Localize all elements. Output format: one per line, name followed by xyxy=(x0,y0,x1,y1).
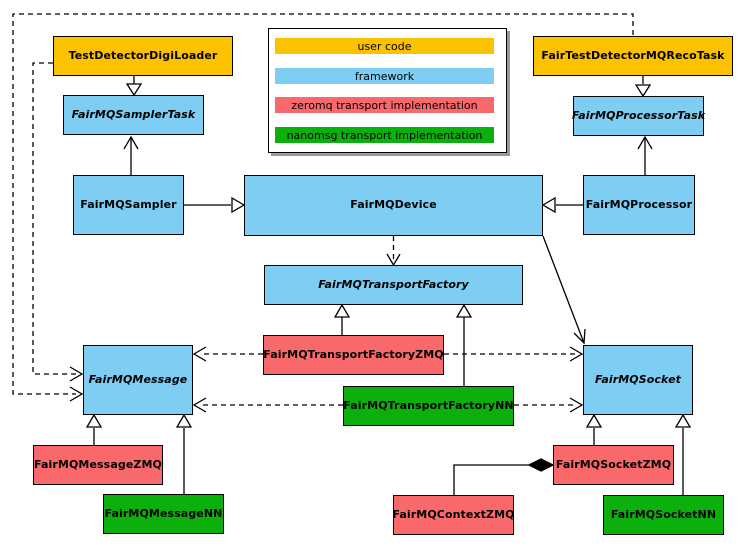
node-fairmq-sampler: FairMQSampler xyxy=(73,175,184,235)
arrowhead-triangle-factory-zmq xyxy=(333,303,351,318)
arrowhead-triangle-device-right xyxy=(541,196,556,214)
arrowhead-open-factorynn-socket xyxy=(569,397,584,413)
edge-device-socket xyxy=(542,235,585,344)
arrowhead-triangle-device-left xyxy=(231,196,246,214)
legend-swatch-zeromq: zeromq transport implementation xyxy=(275,97,494,113)
node-fairmq-transport-factory-nn: FairMQTransportFactoryNN xyxy=(343,386,514,426)
arrowhead-triangle-processortask xyxy=(634,84,652,98)
arrowhead-triangle-factory-nn xyxy=(455,303,473,318)
node-fairmq-context-zmq: FairMQContextZMQ xyxy=(392,495,515,535)
legend-swatch-user-code: user code xyxy=(275,38,494,54)
edge-contextzmq-socketzmq xyxy=(453,464,529,495)
arrowhead-triangle-samplertask xyxy=(125,83,143,97)
node-fairmq-socket-zmq: FairMQSocketZMQ xyxy=(553,445,674,485)
node-fair-test-detector-mq-reco-task: FairTestDetectorMQRecoTask xyxy=(533,36,733,76)
arrowhead-triangle-socket-nn xyxy=(674,413,692,428)
arrowhead-open-factoryzmq-message xyxy=(192,346,207,362)
arrowhead-triangle-message-nn xyxy=(175,413,193,428)
node-test-detector-digi-loader: TestDetectorDigiLoader xyxy=(53,36,233,76)
arrowhead-open-recotask-message xyxy=(69,386,84,402)
node-fairmq-message-zmq: FairMQMessageZMQ xyxy=(33,445,163,485)
diamond-composition-socketzmq xyxy=(527,458,555,472)
arrowhead-open-factorynn-message xyxy=(192,397,207,413)
node-fairmq-socket: FairMQSocket xyxy=(583,345,693,415)
arrowhead-triangle-message-zmq xyxy=(85,413,103,428)
legend: user code framework zeromq transport imp… xyxy=(268,28,507,153)
node-fairmq-transport-factory: FairMQTransportFactory xyxy=(264,265,523,305)
arrowhead-open-sampler-samplertask xyxy=(123,135,139,150)
legend-swatch-framework: framework xyxy=(275,68,494,84)
arrowhead-open-digiloader-message xyxy=(69,366,84,382)
node-fairmq-message: FairMQMessage xyxy=(83,345,193,415)
node-fairmq-processor-task: FairMQProcessorTask xyxy=(572,96,705,136)
node-fairmq-sampler-task: FairMQSamplerTask xyxy=(63,95,204,135)
node-fairmq-message-nn: FairMQMessageNN xyxy=(103,494,224,534)
edge-digiloader-uses-message xyxy=(32,62,76,375)
legend-swatch-nanomsg: nanomsg transport implementation xyxy=(275,127,494,143)
arrowhead-open-processor-processortask xyxy=(637,135,653,150)
arrowhead-open-factoryzmq-socket xyxy=(569,346,584,362)
node-fairmq-processor: FairMQProcessor xyxy=(583,175,695,235)
arrowhead-triangle-socket-zmq xyxy=(585,413,603,428)
edge-recotask-uses-message xyxy=(12,13,634,395)
node-fairmq-transport-factory-zmq: FairMQTransportFactoryZMQ xyxy=(263,335,444,375)
node-fairmq-socket-nn: FairMQSocketNN xyxy=(603,495,724,535)
arrowhead-open-device-socket xyxy=(573,328,586,345)
node-fairmq-device: FairMQDevice xyxy=(244,175,543,236)
